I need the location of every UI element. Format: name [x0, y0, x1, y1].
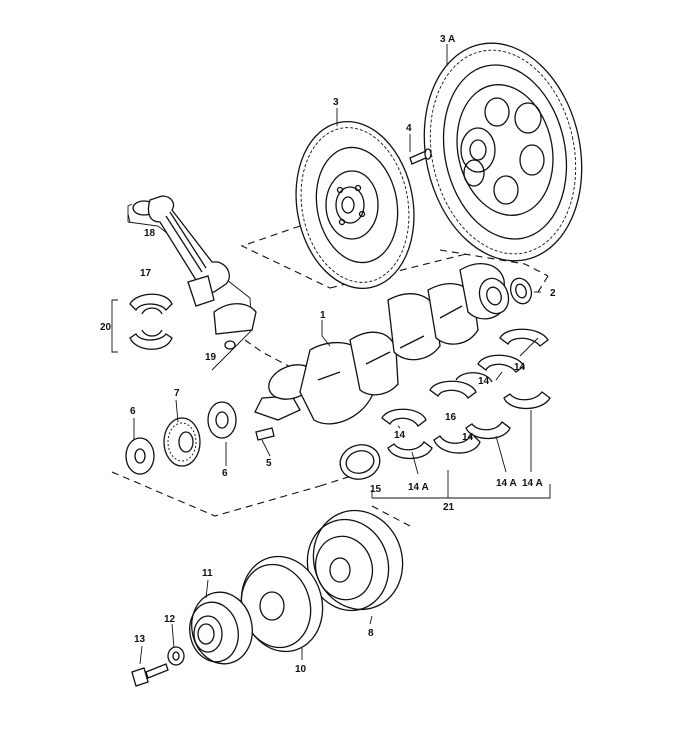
spacer-6-right — [207, 401, 237, 439]
callout-14-b: 14 — [478, 376, 490, 387]
crankshaft-key-5 — [255, 427, 275, 441]
flywheel-3 — [295, 121, 415, 289]
callout-17: 17 — [140, 268, 152, 279]
callout-20: 20 — [100, 322, 112, 333]
callout-15: 15 — [370, 484, 382, 495]
pulley-bolt-13 — [131, 663, 169, 687]
callout-14a-2: 14 A — [496, 478, 517, 489]
callout-11: 11 — [202, 568, 213, 579]
callout-7: 7 — [174, 388, 180, 399]
callout-16: 16 — [445, 412, 457, 423]
connecting-rod-group — [111, 195, 257, 371]
washer-12 — [167, 646, 185, 666]
callout-13: 13 — [134, 634, 146, 645]
callout-1: 1 — [320, 310, 326, 321]
callout-4: 4 — [406, 123, 412, 134]
timing-sprocket-7 — [163, 417, 201, 467]
pulley-hub-11 — [189, 591, 253, 665]
callout-3a: 3 A — [440, 34, 455, 45]
callout-6-left: 6 — [130, 406, 136, 417]
callout-12: 12 — [164, 614, 176, 625]
seal-ring-15 — [339, 444, 381, 480]
rod-bearing-shells-20 — [129, 293, 173, 350]
main-bearing-shells-14 — [381, 328, 551, 460]
callout-5: 5 — [266, 458, 272, 469]
flywheel-3a — [423, 42, 583, 262]
callout-14-d: 14 — [394, 430, 406, 441]
flywheel-bolt-4 — [409, 148, 432, 165]
callout-6-right: 6 — [222, 468, 228, 479]
crankshaft-1 — [254, 263, 510, 425]
callout-14-a: 14 — [514, 362, 526, 373]
assembly-boundary-lines — [111, 225, 551, 527]
callout-14a-1: 14 A — [408, 482, 429, 493]
callout-8: 8 — [368, 628, 374, 639]
callout-10: 10 — [295, 664, 307, 675]
callout-14a-3: 14 A — [522, 478, 543, 489]
callout-21: 21 — [443, 502, 455, 513]
washer-6-left — [125, 437, 155, 475]
part-callouts: 3 A 3 4 2 1 18 17 20 19 7 6 6 5 14 14 14… — [100, 34, 556, 675]
callout-3: 3 — [333, 97, 339, 108]
callout-19: 19 — [205, 352, 217, 363]
callout-2: 2 — [550, 288, 556, 299]
callout-18: 18 — [144, 228, 156, 239]
leader-lines — [133, 44, 541, 665]
callout-14-c: 14 — [462, 432, 474, 443]
vibration-damper-8 — [306, 509, 404, 612]
pilot-bearing-2 — [509, 277, 533, 305]
